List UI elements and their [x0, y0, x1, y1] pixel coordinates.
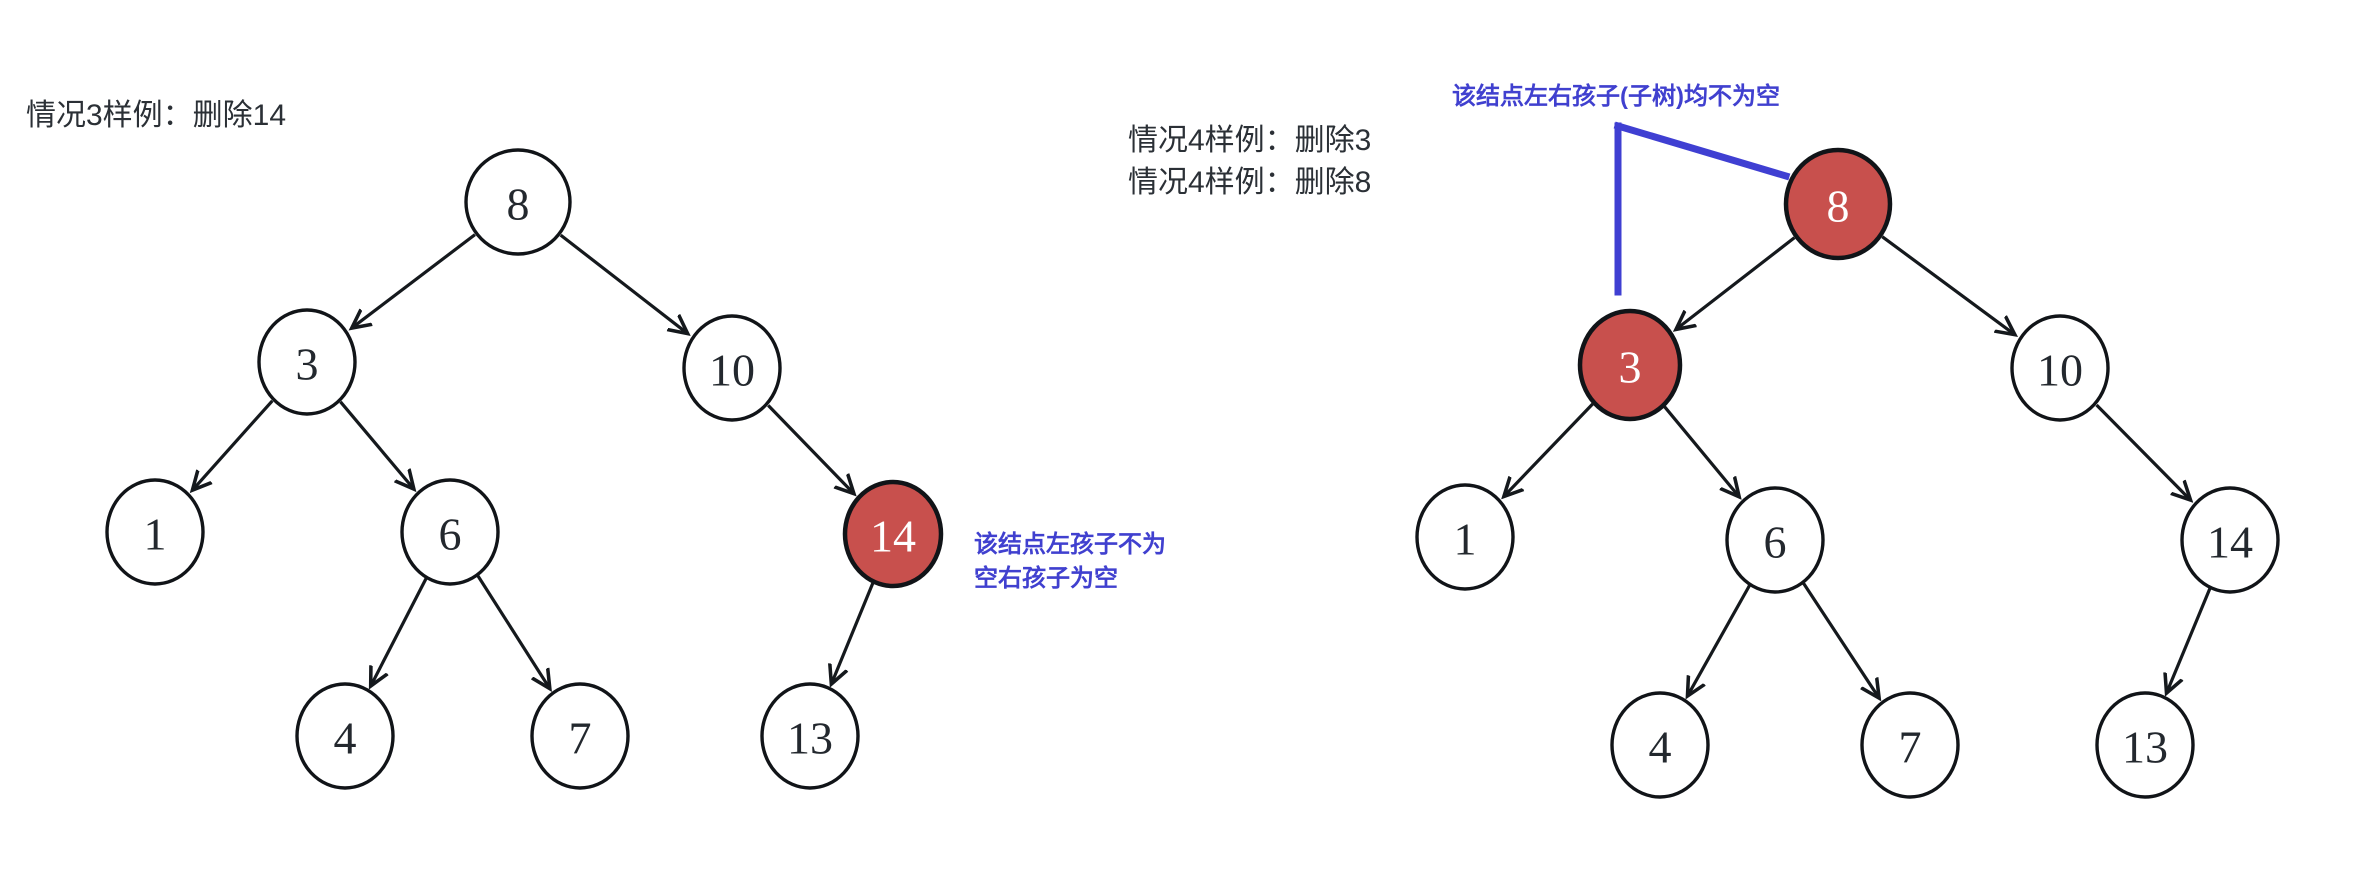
tree-edge: [2167, 587, 2212, 691]
node-shape: [400, 478, 500, 586]
tree-edge: [1677, 236, 1796, 329]
tree-edge: [1688, 584, 1751, 694]
node-label: 7: [569, 713, 592, 764]
tree-edge: [2095, 403, 2190, 499]
tree-node-7[interactable]: 7: [530, 682, 630, 790]
node-label: 13: [787, 713, 833, 764]
right-diagram-caption-line: 情况4样例：删除8: [1128, 166, 1372, 199]
node-shape: [1610, 691, 1710, 799]
node-shape: [682, 314, 782, 422]
tree-node-8[interactable]: 8: [464, 148, 572, 256]
node-shape: [530, 682, 630, 790]
node-label: 10: [709, 345, 755, 396]
tree-edge: [559, 233, 687, 332]
tree-edge: [1663, 405, 1738, 496]
tree-node-1[interactable]: 1: [105, 478, 205, 586]
tree-edge: [1881, 235, 2013, 334]
node-shape: [1783, 147, 1893, 261]
node-shape: [295, 682, 395, 790]
node-shape: [257, 308, 357, 416]
node-label: 3: [296, 339, 319, 390]
tree-edge: [832, 581, 875, 682]
tree-edge: [476, 574, 549, 687]
node-label: 4: [1649, 722, 1672, 773]
node-shape: [2010, 314, 2110, 422]
tree-edge: [353, 233, 476, 327]
left-diagram-caption: 情况3样例：删除14: [26, 99, 287, 132]
node-label: 1: [1454, 514, 1477, 565]
tree-node-1[interactable]: 1: [1415, 483, 1515, 591]
node-label: 3: [1619, 342, 1642, 393]
node-shape: [2180, 486, 2280, 594]
node-shape: [1860, 691, 1960, 799]
tree-node-4[interactable]: 4: [1610, 691, 1710, 799]
tree-node-10[interactable]: 10: [2010, 314, 2110, 422]
node-shape: [842, 479, 944, 589]
node-label: 13: [2122, 722, 2168, 773]
tree-node-6[interactable]: 6: [400, 478, 500, 586]
tree-node-13[interactable]: 13: [760, 682, 860, 790]
tree-node-4[interactable]: 4: [295, 682, 395, 790]
tree-node-13[interactable]: 13: [2095, 691, 2195, 799]
tree-node-8[interactable]: 8: [1783, 147, 1893, 261]
node-label: 8: [507, 179, 530, 230]
tree-edge: [372, 577, 428, 684]
node-shape: [1725, 486, 1825, 594]
right-diagram-caption: 情况4样例：删除3 情况4样例：删除8: [1128, 120, 1371, 204]
right-tree-edges: [1505, 235, 2212, 697]
tree-edge: [767, 404, 852, 492]
node-label: 14: [870, 511, 916, 562]
tree-node-10[interactable]: 10: [682, 314, 782, 422]
node-label: 6: [1764, 517, 1787, 568]
tree-node-3[interactable]: 3: [1577, 308, 1683, 422]
tree-edge: [1802, 582, 1879, 696]
right-tree-nodes: 8 3 10 1 6 14 4 7 13: [1415, 147, 2280, 799]
node-shape: [1577, 308, 1683, 422]
node-label: 8: [1827, 181, 1850, 232]
left-tree-nodes: 8 3 10 1 6 14 4 7 13: [105, 148, 944, 790]
node-label: 7: [1899, 722, 1922, 773]
node-shape: [105, 478, 205, 586]
left-annotation-text: 该结点左孩子不为空右孩子为空: [974, 528, 1166, 596]
right-diagram-caption-line: 情况4样例：删除3: [1128, 124, 1372, 157]
tree-node-14[interactable]: 14: [842, 479, 944, 589]
node-shape: [464, 148, 572, 256]
tree-node-3[interactable]: 3: [257, 308, 357, 416]
node-label: 1: [144, 509, 167, 560]
tree-node-14[interactable]: 14: [2180, 486, 2280, 594]
left-annotation-line: 该结点左孩子不为: [974, 531, 1166, 558]
right-annotation-text: 该结点左右孩子(子树)均不为空: [1452, 83, 1780, 110]
node-shape: [2095, 691, 2195, 799]
left-tree-edges: [194, 233, 875, 687]
tree-node-7[interactable]: 7: [1860, 691, 1960, 799]
node-label: 4: [334, 713, 357, 764]
node-label: 6: [439, 509, 462, 560]
left-annotation-line: 空右孩子为空: [974, 565, 1118, 592]
bracket-diagonal-line: [1613, 121, 1791, 181]
node-label: 10: [2037, 345, 2083, 396]
tree-edge: [194, 399, 274, 489]
node-shape: [1415, 483, 1515, 591]
node-shape: [760, 682, 860, 790]
tree-node-6[interactable]: 6: [1725, 486, 1825, 594]
node-label: 14: [2207, 517, 2253, 568]
right-annotation-bracket: [1613, 121, 1791, 296]
tree-edge: [1505, 402, 1594, 495]
tree-edge: [339, 400, 412, 488]
